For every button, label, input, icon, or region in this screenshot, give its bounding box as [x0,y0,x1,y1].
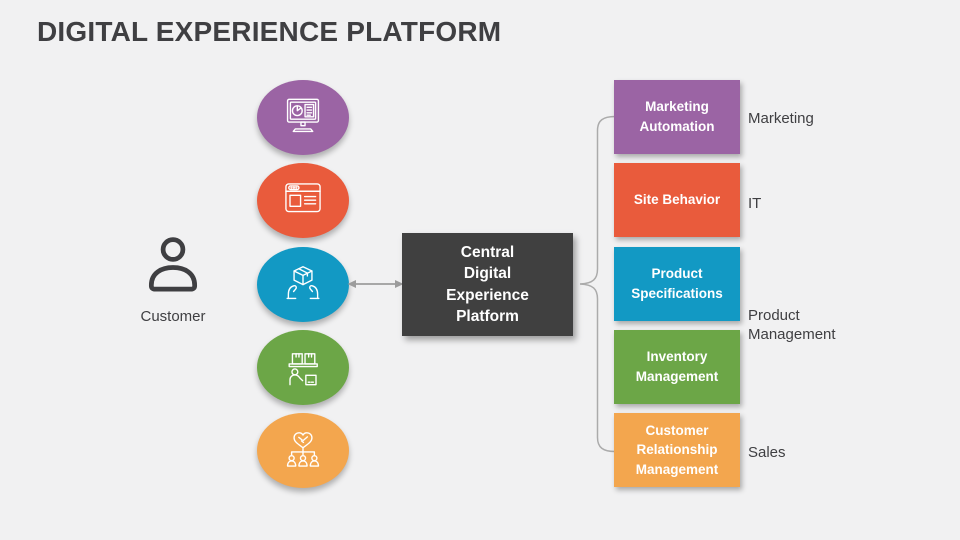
slide-title: DIGITAL EXPERIENCE PLATFORM [37,16,502,47]
product-box-hands-icon [286,265,320,299]
channel-crm [257,413,349,488]
analytics-monitor-icon [286,98,320,132]
department-label-product-management: Product Management [748,307,836,344]
system-box-inventory-management: Inventory Management [614,330,740,404]
department-label-it: IT [748,195,762,212]
customer-figure: Customer [128,233,218,325]
warehouse-worker-icon [288,352,318,385]
system-box-product-specifications: Product Specifications [614,247,740,321]
brace-connector [579,115,616,453]
system-box-site-behavior: Site Behavior [614,163,740,237]
department-label-sales: Sales [748,444,786,461]
double-arrow [347,280,404,288]
channel-product [257,247,349,322]
channel-analytics [257,80,349,155]
browser-window-icon [285,182,321,212]
channel-website [257,163,349,238]
person-icon [148,237,198,292]
customer-label: Customer [140,308,206,325]
system-box-marketing-automation: Marketing Automation [614,80,740,154]
central-platform-box: Central Digital Experience Platform [402,233,573,336]
channel-inventory [257,330,349,405]
customer-group-handshake-icon [286,431,320,467]
department-label-marketing: Marketing [748,110,814,127]
system-box-crm: Customer Relationship Management [614,413,740,487]
